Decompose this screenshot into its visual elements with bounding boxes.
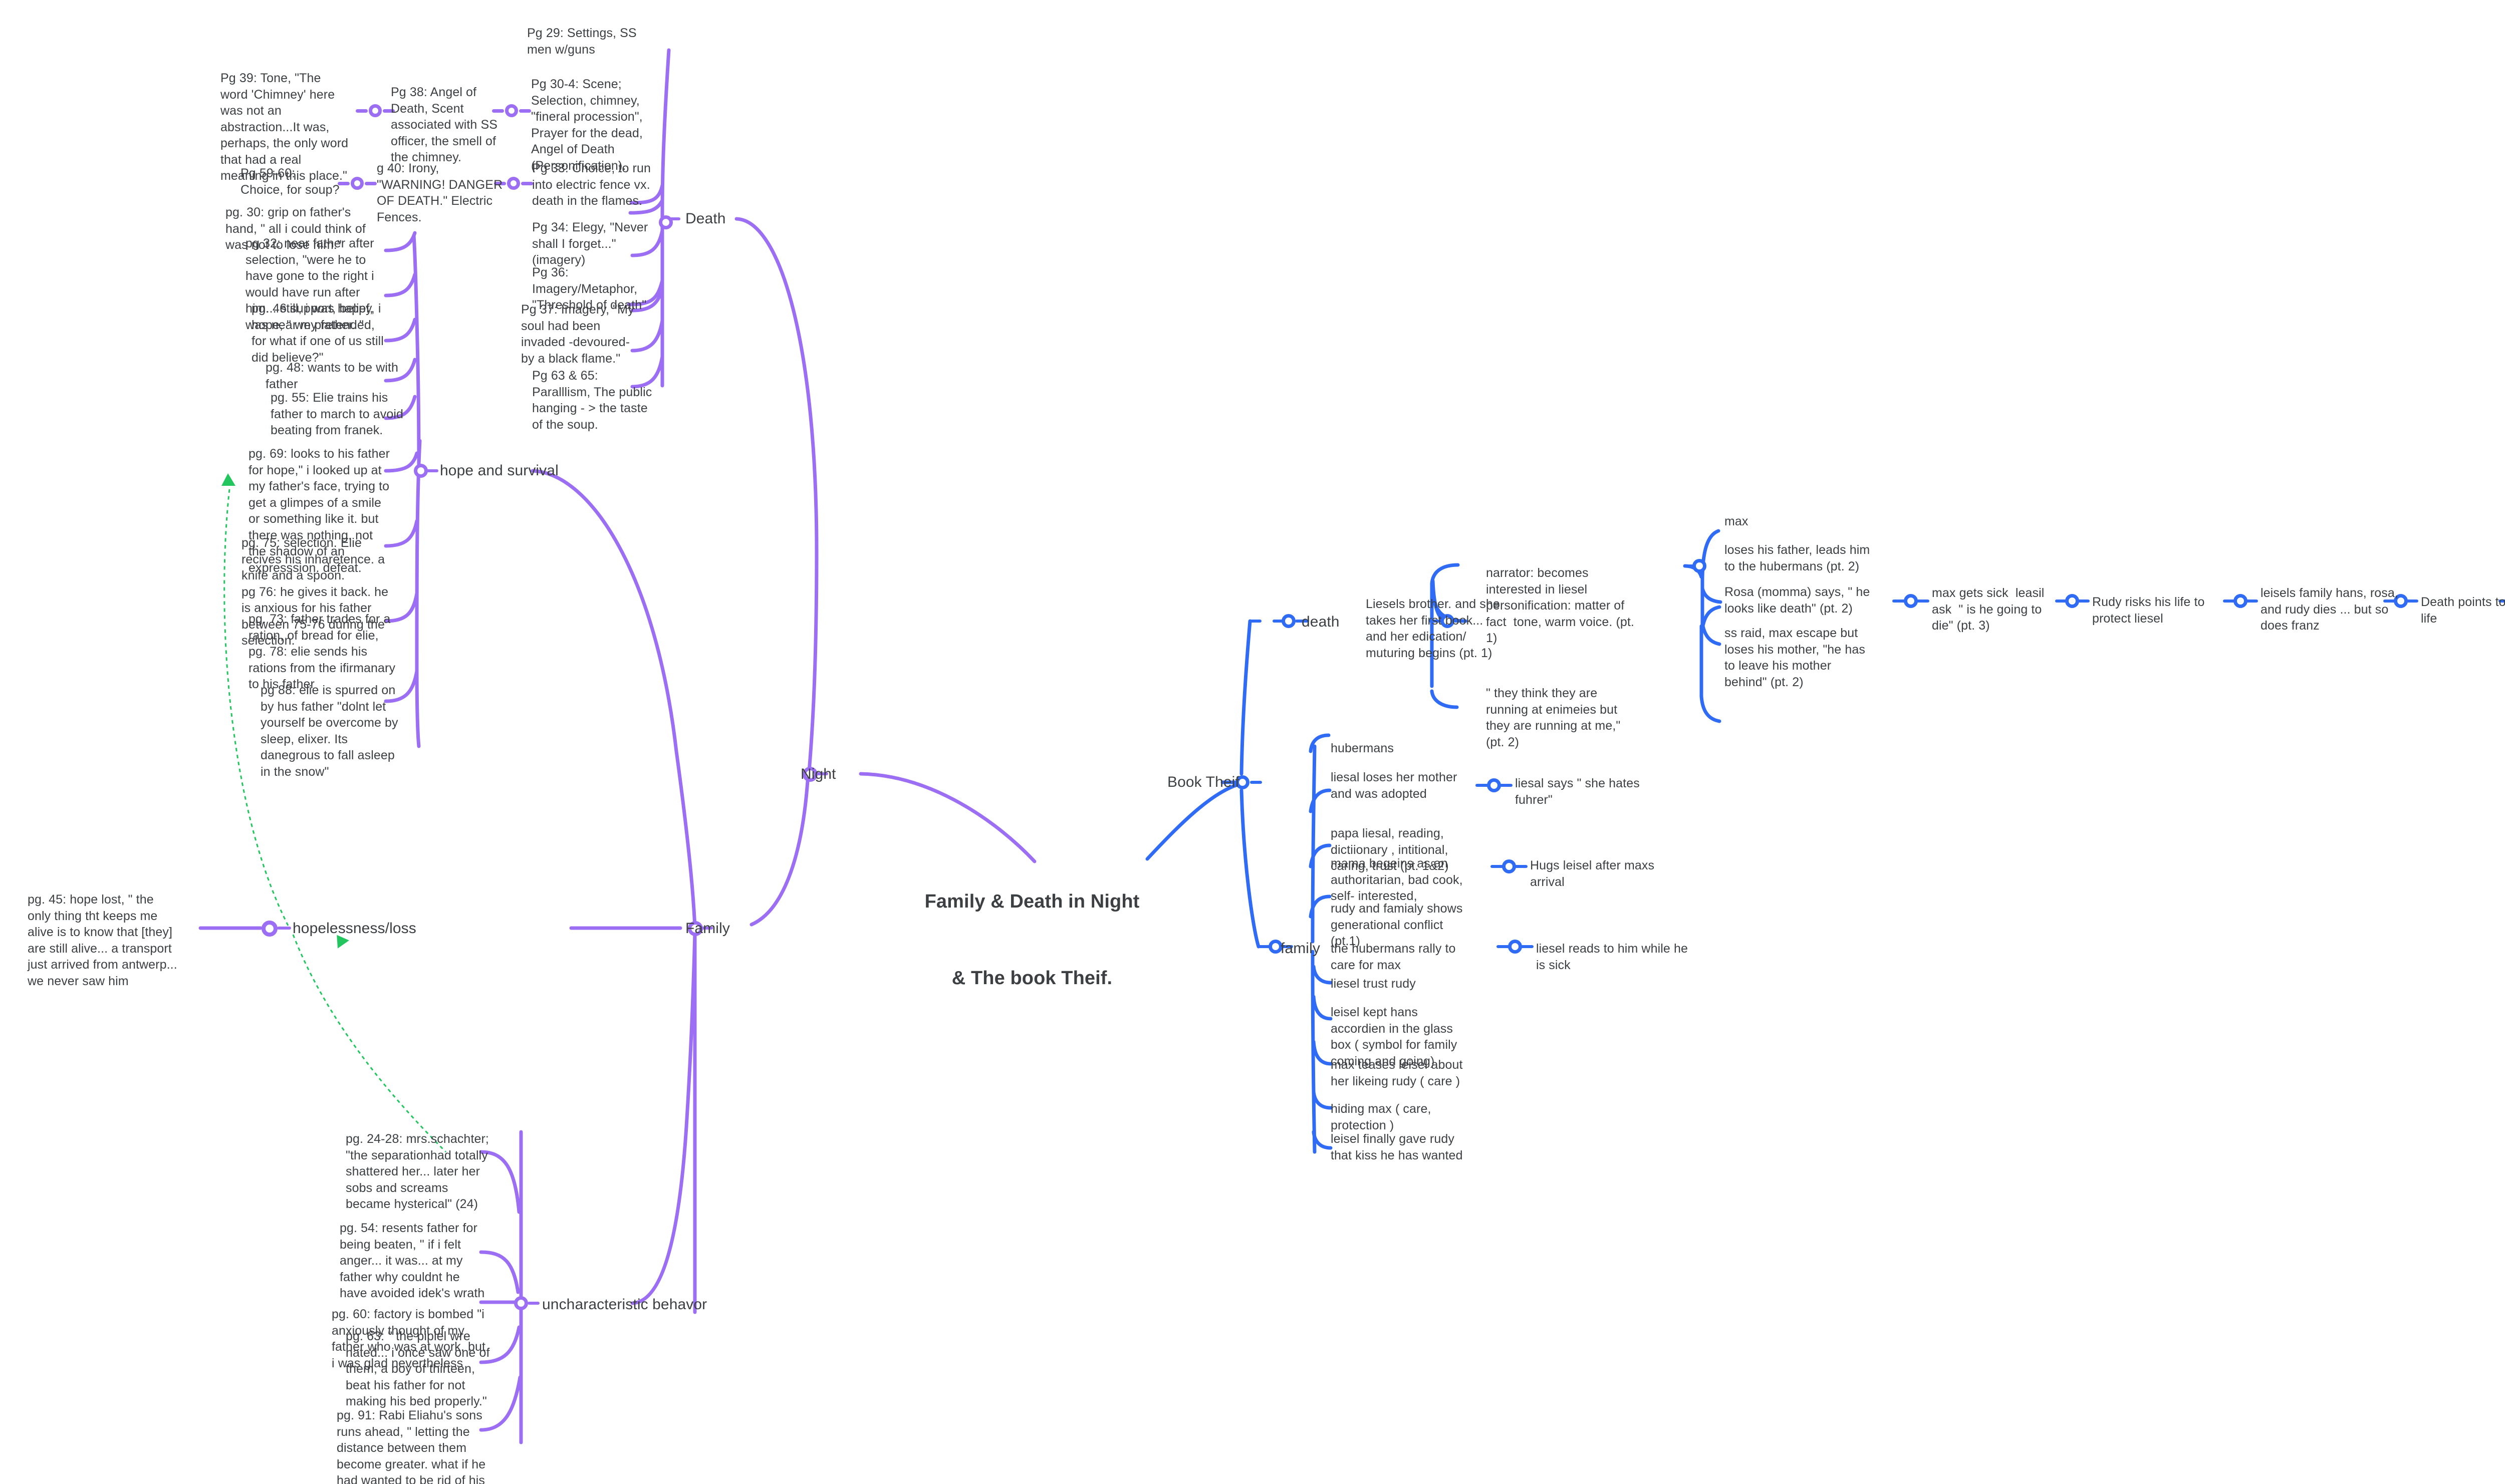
topic-night[interactable]: Night: [801, 766, 836, 782]
center-title-line2: & The book Theif.: [951, 968, 1113, 989]
note-bt-mama-authoritarian[interactable]: mama begeins as an authoritarian, bad co…: [1331, 856, 1466, 903]
note-pg37[interactable]: Pg 37: Imagery, "My soul had been invade…: [521, 303, 638, 366]
note-bt-max-teases[interactable]: max teases leisel about her likeing rudy…: [1331, 1058, 1466, 1088]
note-bt-rally-for-max[interactable]: the hubermans rally to care for max: [1331, 942, 1459, 972]
note-pg63-piplel[interactable]: pg. 63: " the piplel wre hated... i once…: [346, 1329, 493, 1408]
node-ring-bt-hugs[interactable]: [1502, 859, 1516, 873]
note-bt-liesal-loses-mother[interactable]: liesal loses her mother and was adopted: [1331, 770, 1464, 801]
note-pg54[interactable]: pg. 54: resents father for being beaten,…: [340, 1221, 485, 1300]
note-bt-rudy-risks[interactable]: Rudy risks his life to protect liesel: [2092, 595, 2208, 626]
note-bt-max[interactable]: max: [1724, 514, 1748, 528]
note-bt-hiding-max[interactable]: hiding max ( care, protection ): [1331, 1102, 1435, 1132]
node-ring-bt-family-dies[interactable]: [2233, 594, 2247, 608]
node-ring-hopelessness[interactable]: [262, 921, 278, 937]
note-bt-hugs-leisel[interactable]: Hugs leisel after maxs arrival: [1530, 858, 1658, 889]
note-pg32[interactable]: pg 32: near father after selection, "wer…: [245, 236, 385, 332]
note-pg63-65[interactable]: Pg 63 & 65: Paralllism, The public hangi…: [532, 369, 656, 432]
note-bt-reads-to-him[interactable]: liesel reads to him while he is sick: [1536, 942, 1691, 972]
note-pg91[interactable]: pg. 91: Rabi Eliahu's sons runs ahead, "…: [337, 1408, 486, 1484]
stub-g40-right: [365, 182, 377, 185]
node-ring-pg38[interactable]: [369, 104, 382, 117]
note-pg69[interactable]: pg. 69: looks to his father for hope," i…: [248, 447, 397, 575]
topic-death[interactable]: Death: [685, 210, 726, 227]
node-ring-pg304[interactable]: [505, 104, 518, 117]
note-pg36[interactable]: Pg 36: Imagery/Metaphor, "Threshold of d…: [532, 265, 647, 312]
note-pg39[interactable]: Pg 39: Tone, "The word 'Chimney' here wa…: [220, 71, 352, 183]
node-ring-g40[interactable]: [351, 177, 364, 190]
note-bt-loses-father[interactable]: loses his father, leads him to the huber…: [1724, 543, 1874, 573]
note-pg45[interactable]: pg. 45: hope lost, " the only thing tht …: [28, 893, 181, 988]
note-pg59-60[interactable]: Pg 59-60: Choice, for soup?: [240, 166, 340, 197]
node-ring-bt-family[interactable]: [1269, 940, 1283, 954]
node-ring-bt-fuhrer[interactable]: [1487, 778, 1501, 792]
note-bt-family-dies[interactable]: leisels family hans, rosa, and rudy dies…: [2261, 586, 2402, 633]
note-bt-accordien[interactable]: leisel kept hans accordien in the glass …: [1331, 1005, 1461, 1068]
node-ring-uncharacteristic[interactable]: [514, 1296, 528, 1310]
topic-hopelessness-loss[interactable]: hopelessness/loss: [293, 920, 416, 937]
node-ring-bt-rudy-risks[interactable]: [2065, 594, 2079, 608]
node-ring-night[interactable]: [803, 767, 818, 782]
note-pg33[interactable]: Pg 33: Choice, to run into electric fenc…: [532, 161, 655, 208]
note-pg29[interactable]: Pg 29: Settings, SS men w/guns: [527, 26, 640, 57]
note-pg55[interactable]: pg. 55: Elie trains his father to march …: [271, 391, 407, 437]
stub-g40-left: [338, 182, 350, 185]
node-ring-death[interactable]: [659, 215, 673, 229]
note-bt-papa-liesal[interactable]: papa liesal, reading, dictiionary , inti…: [1331, 826, 1452, 873]
node-ring-bt-death[interactable]: [1282, 614, 1296, 628]
stub-pg33-left: [494, 182, 506, 185]
node-ring-family-night[interactable]: [688, 921, 703, 936]
note-bt-hubermans[interactable]: hubermans: [1331, 741, 1394, 755]
note-g40[interactable]: g 40: Irony, "WARNING! DANGER OF DEATH."…: [377, 161, 507, 224]
topic-hope-and-survival[interactable]: hope and survival: [440, 462, 559, 479]
center-title-line1: Family & Death in Night: [924, 891, 1140, 912]
note-pg48[interactable]: pg. 48: wants to be with father: [266, 361, 402, 391]
note-pg38[interactable]: Pg 38: Angel of Death, Scent associated …: [391, 85, 502, 164]
note-bt-rosa-momma[interactable]: Rosa (momma) says, " he looks like death…: [1724, 585, 1874, 616]
node-ring-bt-death-points[interactable]: [2394, 594, 2408, 608]
node-ring-book-theif[interactable]: [1235, 775, 1249, 789]
note-bt-liesels-brother[interactable]: Liesels brother. and she takes her first…: [1366, 597, 1504, 660]
topic-book-theif[interactable]: Book Theif: [1167, 774, 1239, 790]
topic-bt-death[interactable]: death: [1302, 614, 1340, 630]
stub-pg38-left: [356, 109, 368, 113]
topic-bt-family[interactable]: family: [1281, 940, 1320, 957]
note-pg30-grip[interactable]: pg. 30: grip on father's hand, " all i c…: [225, 205, 369, 252]
stub-pg33-right: [521, 182, 533, 185]
node-ring-bt-reads[interactable]: [1508, 940, 1522, 954]
note-bt-max-gets-sick[interactable]: max gets sick leasil ask " is he going t…: [1932, 586, 2048, 633]
node-ring-hope-survival[interactable]: [414, 464, 428, 478]
node-ring-bt-max-sick[interactable]: [1904, 594, 1918, 608]
note-pg60[interactable]: pg. 60: factory is bombed "i anxiously t…: [332, 1307, 489, 1370]
note-bt-narrator[interactable]: narrator: becomes interested in liesel p…: [1486, 566, 1638, 645]
note-pg30-4[interactable]: Pg 30-4: Scene; Selection, chimney, "fin…: [531, 77, 646, 173]
note-pg34[interactable]: Pg 34: Elegy, "Never shall I forget..." …: [532, 220, 652, 267]
note-bt-rudy-generational[interactable]: rudy and famialy shows generational conf…: [1331, 902, 1466, 948]
note-pg88[interactable]: pg 88: elie is spurred on by hus father …: [261, 683, 402, 779]
stub-pg304-right: [519, 109, 531, 113]
note-bt-liesel-trust-rudy[interactable]: liesel trust rudy: [1331, 977, 1416, 991]
note-bt-rudy-kiss[interactable]: leisel finally gave rudy that kiss he ha…: [1331, 1132, 1463, 1162]
node-ring-pg33[interactable]: [507, 177, 520, 190]
note-bt-ss-raid[interactable]: ss raid, max escape but loses his mother…: [1724, 626, 1869, 689]
page-title: Family & Death in Night & The book Theif…: [907, 837, 1157, 1043]
node-ring-bt-liesels-brother[interactable]: [1440, 614, 1454, 628]
stub-pg38-right: [383, 109, 395, 113]
note-bt-hates-fuhrer[interactable]: liesal says " she hates fuhrer": [1515, 776, 1643, 807]
node-ring-bt-narrator-fan[interactable]: [1692, 559, 1706, 573]
topic-family-night[interactable]: Family: [685, 920, 730, 937]
topic-uncharacteristic-behavor[interactable]: uncharacteristic behavor: [542, 1296, 707, 1313]
note-pg75-76[interactable]: pg. 75: selection. Elie recives his inha…: [241, 536, 389, 648]
note-bt-running-at-me[interactable]: " they think they are running at enimeie…: [1486, 686, 1624, 749]
note-pg46[interactable]: pg. 46 support, belief, hope, " we prete…: [252, 302, 387, 365]
note-bt-death-points-to-life[interactable]: Death points to life: [2421, 595, 2505, 626]
note-pg24-28[interactable]: pg. 24-28: mrs.schachter; "the separatio…: [346, 1132, 493, 1211]
note-pg73-78[interactable]: pg. 73: father trades for a ration, of b…: [248, 612, 399, 691]
stub-pg304-left: [492, 109, 504, 113]
